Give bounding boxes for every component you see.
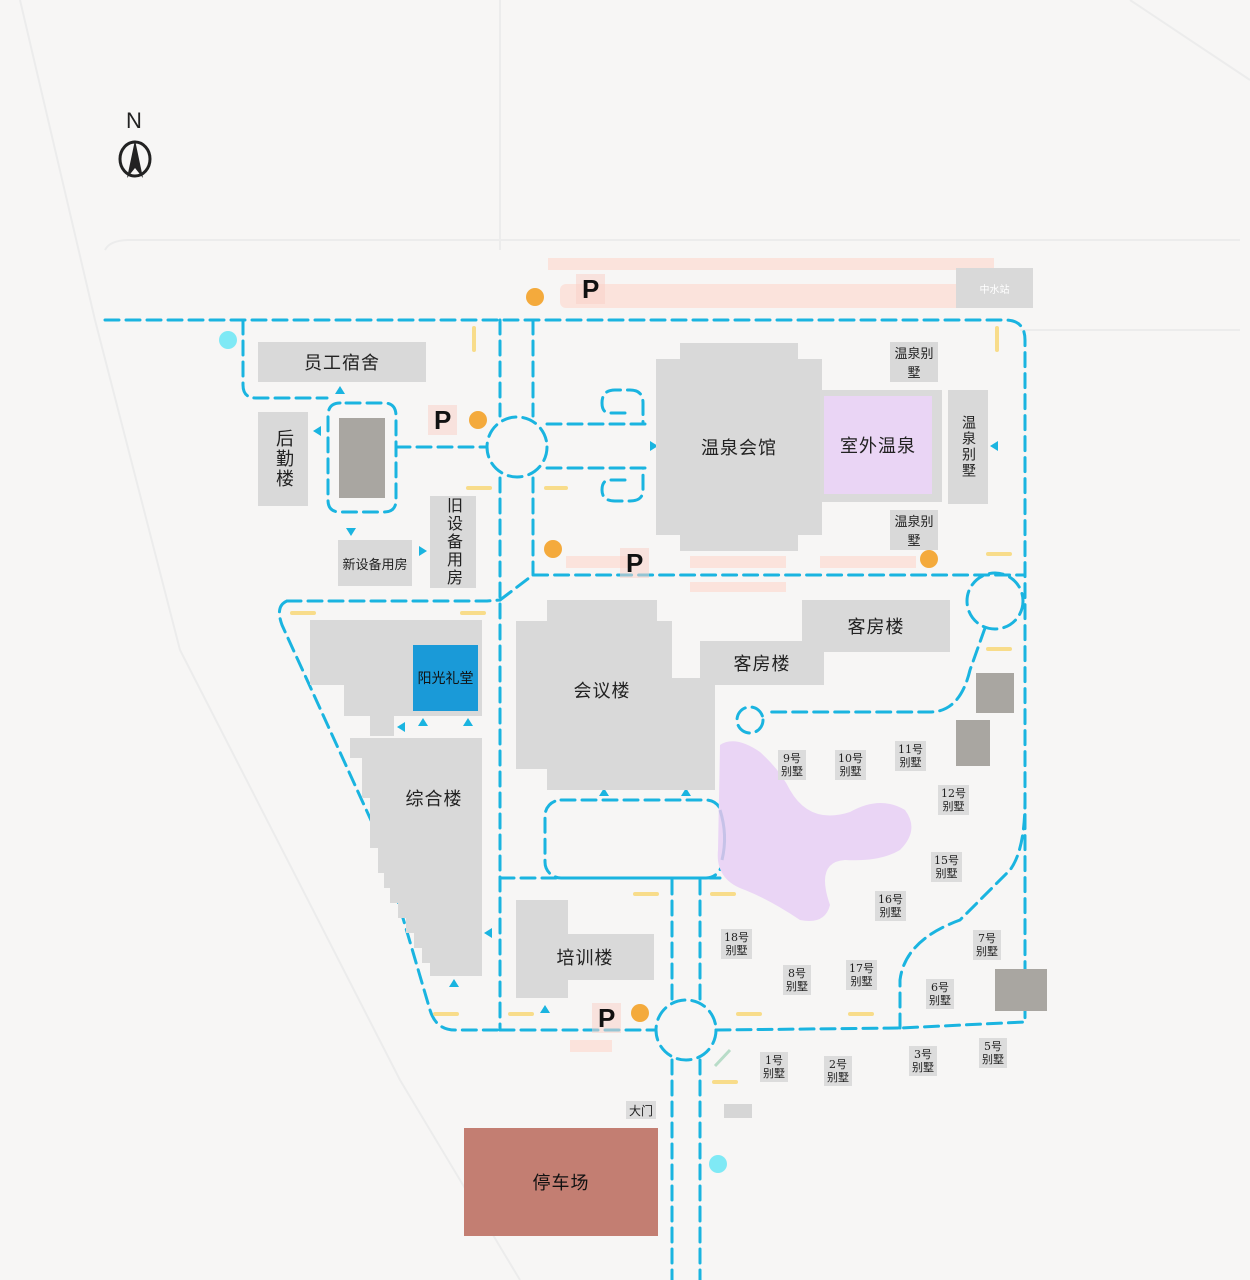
villa-label: 别墅 [850,975,873,988]
villa-18: 18号别墅 [721,929,752,959]
complex-building: 综合楼 [405,789,463,810]
parking-strips [548,258,994,1052]
training-building: 培训楼 [516,934,654,980]
villa-number: 3号 [914,1048,932,1061]
villa-15: 15号别墅 [931,852,962,882]
spring-villa-right: 温泉别墅 [948,390,988,504]
villa-9: 9号别墅 [778,750,806,780]
complex-link [370,712,394,736]
villa-10: 10号别墅 [835,750,866,780]
villa-6: 6号别墅 [926,979,954,1009]
villa-label: 别墅 [763,1067,785,1080]
villa-12: 12号别墅 [938,785,969,815]
guest-building-2: 客房楼 [700,641,824,685]
villa-label: 别墅 [982,1053,1004,1066]
villa-label: 别墅 [839,765,862,778]
villa-number: 1号 [765,1054,783,1067]
dark-block-3 [995,969,1047,1011]
villa-label: 别墅 [942,800,965,813]
conference-block-2 [547,600,657,790]
north-arrow-icon [118,140,152,178]
conference-block-3 [657,678,715,790]
villa-number: 10号 [838,752,863,765]
villa-label: 别墅 [879,906,902,919]
dark-block-1 [976,673,1014,713]
villa-2: 2号别墅 [824,1056,852,1086]
villa-label: 别墅 [786,980,808,993]
conference-building: 会议楼 [573,681,631,702]
old-equipment-building: 旧设备用房 [430,496,476,588]
villa-number: 5号 [984,1040,1002,1053]
villa-number: 12号 [941,787,966,800]
dark-block-2 [956,720,990,766]
villa-8: 8号别墅 [783,965,811,995]
new-equipment-building: 新设备用房 [338,540,412,586]
spring-club-wing-2 [680,343,798,551]
sunshine-hall: 阳光礼堂 [413,645,478,711]
villa-number: 17号 [849,962,874,975]
villa-16: 16号别墅 [875,891,906,921]
villa-7: 7号别墅 [973,930,1001,960]
main-gate-label: 大门 [626,1101,656,1119]
villa-number: 15号 [934,854,959,867]
water-station: 中水站 [956,268,1033,308]
villa-17: 17号别墅 [846,960,877,990]
villa-label: 别墅 [912,1061,934,1074]
villa-5: 5号别墅 [979,1038,1007,1068]
villa-label: 别墅 [976,945,998,958]
villa-number: 9号 [783,752,801,765]
villa-label: 别墅 [929,994,951,1007]
hot-spring-pond [717,741,912,921]
spring-club-building: 温泉会馆 [701,438,777,459]
parking-lot: 停车场 [464,1128,658,1236]
villa-number: 2号 [829,1058,847,1071]
villa-label: 别墅 [899,756,922,769]
villa-1: 1号别墅 [760,1052,788,1082]
dark-annex-building [339,418,385,498]
spring-villa-bottom: 温泉别墅 [890,510,938,550]
complex-building-shape [350,738,482,976]
north-label: N [126,108,142,133]
logistics-building: 后勤楼 [258,412,308,506]
villa-label: 别墅 [935,867,958,880]
villa-11: 11号别墅 [895,741,926,771]
parking-sign-dorm: P [428,405,458,435]
guest-building-1: 客房楼 [802,600,950,652]
villa-label: 别墅 [725,944,748,957]
villa-number: 6号 [931,981,949,994]
outdoor-spring: 室外温泉 [824,396,932,494]
staff-dorm-building: 员工宿舍 [258,342,426,382]
villa-label: 别墅 [781,765,803,778]
villa-number: 16号 [878,893,903,906]
villa-number: 7号 [978,932,996,945]
villa-number: 18号 [724,931,749,944]
parking-sign-center: P [620,548,650,578]
parking-sign-gate: P [592,1003,622,1033]
villa-number: 8号 [788,967,806,980]
villa-label: 别墅 [827,1071,849,1084]
parking-sign-north: P [576,274,606,304]
villa-number: 11号 [898,743,923,756]
villa-3: 3号别墅 [909,1046,937,1076]
spring-villa-top: 温泉别墅 [890,342,938,382]
